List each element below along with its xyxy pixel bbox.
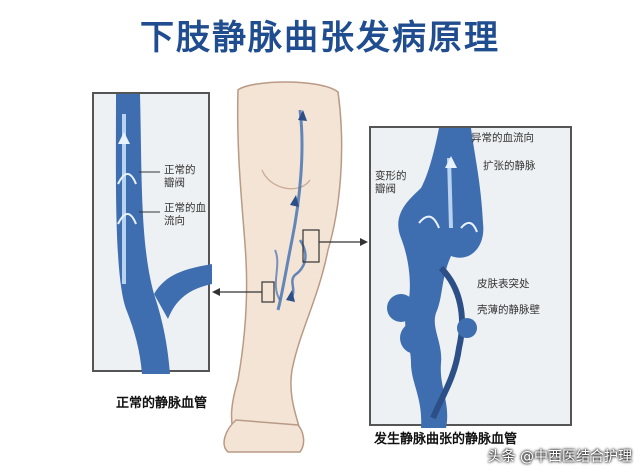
normal-vein-panel: 正常的瓣阀 正常的血流向 — [92, 92, 212, 374]
label-abnormal-flow: 异常的血流向 — [471, 132, 534, 144]
varicose-vein-drawing — [387, 128, 484, 428]
normal-vein-drawing — [115, 94, 212, 374]
page-title: 下肢静脉曲张发病原理 — [140, 18, 500, 58]
normal-vein-caption: 正常的静脉血管 — [116, 396, 208, 411]
zoom-box-varicose — [302, 229, 320, 263]
label-normal-flow: 正常的血流向 — [164, 202, 206, 227]
watermark: 头条 @中西医结合护理 — [487, 449, 632, 465]
label-normal-valve: 正常的瓣阀 — [164, 164, 196, 189]
label-skin-bulge: 皮肤表突处 — [477, 278, 530, 290]
label-deformed-valve: 变形的瓣阀 — [375, 170, 407, 195]
leg-vein — [276, 109, 304, 311]
varicose-vein-caption: 发生静脉曲张的静脉血管 — [374, 432, 518, 447]
varicose-vein-panel: 异常的血流向 扩张的静脉 变形的瓣阀 皮肤表突处 壳薄的静脉壁 — [369, 126, 572, 428]
label-dilated-vein: 扩张的静脉 — [483, 160, 536, 172]
label-thin-wall: 壳薄的静脉壁 — [477, 304, 540, 316]
foot-shape — [223, 419, 305, 453]
